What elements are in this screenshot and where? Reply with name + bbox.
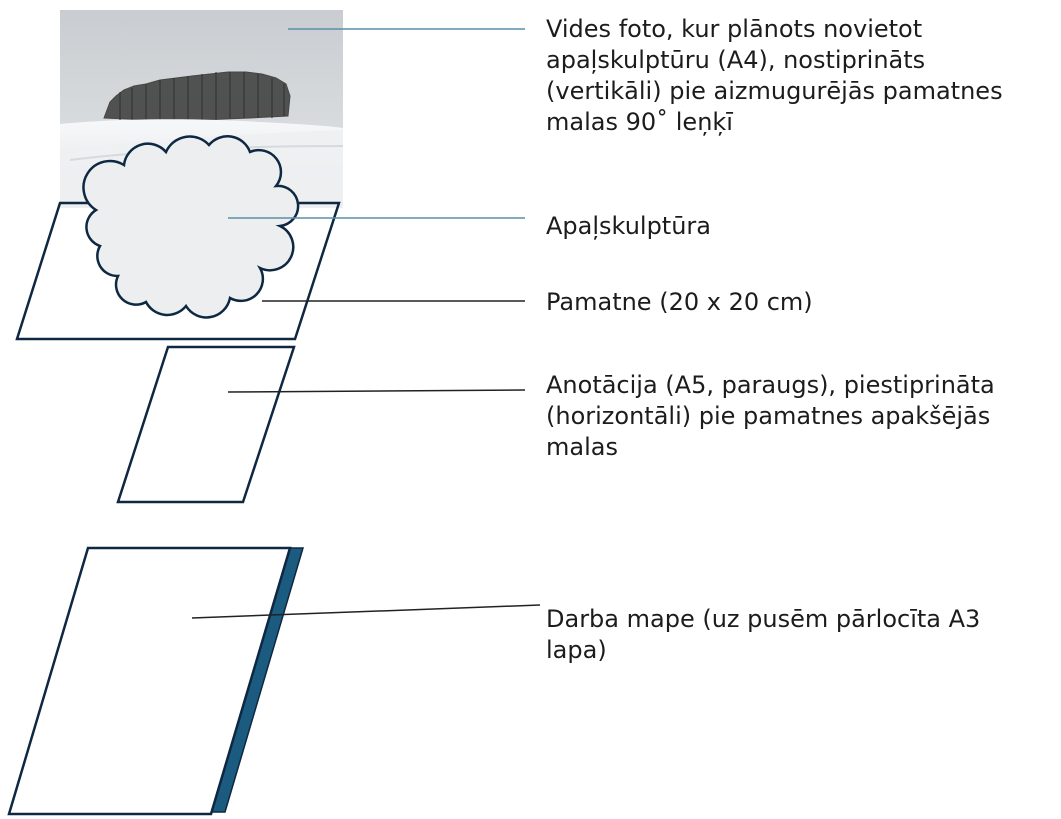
work-folder [7, 546, 305, 816]
label-work-folder: Darba mape (uz pusēm pārlocīta A3 lapa) [546, 605, 981, 664]
folder-front [7, 546, 292, 816]
leader-annotation [227, 389, 526, 393]
leader-lines [191, 28, 541, 619]
label-annotation: Anotācija (A5, paraugs), piestiprināta (… [546, 371, 995, 461]
label-environment-photo: Vides foto, kur plānots novietot apaļsku… [546, 15, 1003, 136]
tree-line [103, 71, 291, 121]
label-base: Pamatne (20 x 20 cm) [546, 288, 813, 316]
leader-folder [191, 604, 541, 619]
annotation-sheet [116, 345, 296, 504]
label-sculpture: Apaļskulptūra [546, 212, 711, 240]
sculpture-cloud [82, 135, 300, 319]
